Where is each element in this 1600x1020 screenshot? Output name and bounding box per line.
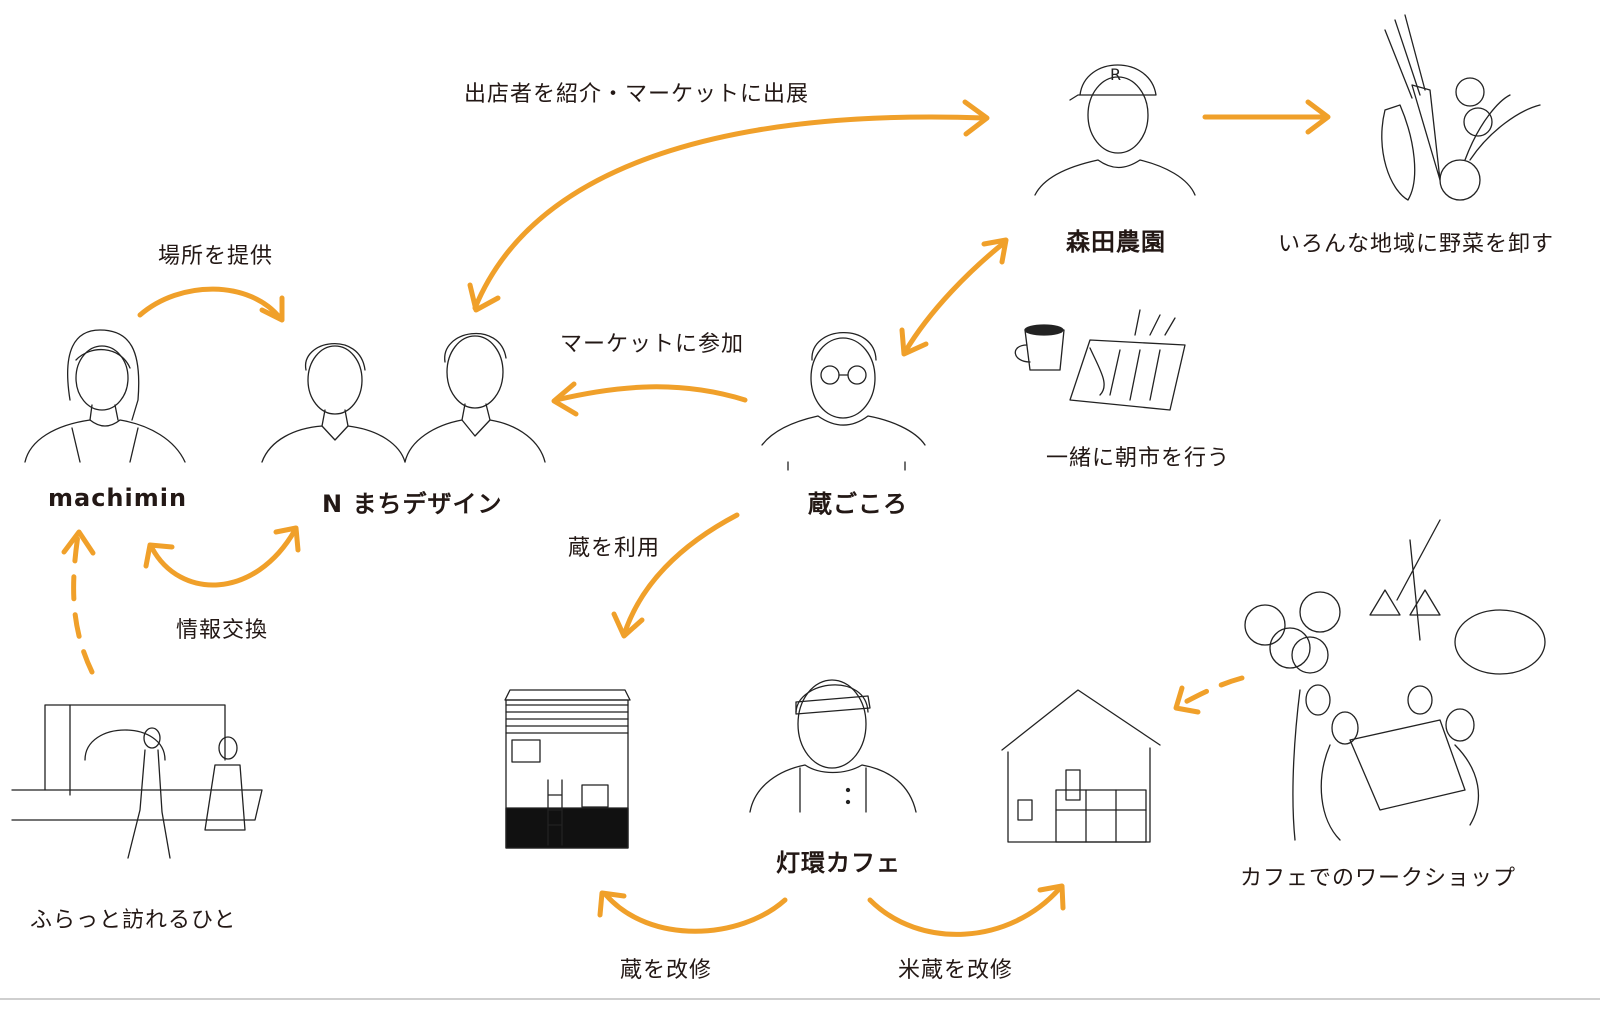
mug-crate-illustration xyxy=(1014,309,1186,411)
visitors-illustration xyxy=(11,704,263,859)
caption-morning-market: 一緒に朝市を行う xyxy=(1046,446,1231,471)
kuragokoro-person-illustration xyxy=(761,331,926,471)
arrow-introduce-market xyxy=(467,99,990,313)
caption-workshop: カフェでのワークショップ xyxy=(1240,866,1517,891)
arrow-kuragokoro-morita xyxy=(899,237,1009,357)
caption-visitors: ふらっと訪れるひと xyxy=(30,908,237,933)
node-n-machi-design: N まちデザイン xyxy=(322,490,503,518)
arrow-visitors-to-machimin xyxy=(61,529,96,675)
arrow-workshop-to-cafe xyxy=(1173,675,1245,715)
rice-kura-illustration xyxy=(1001,689,1161,843)
relation-use-kura: 蔵を利用 xyxy=(568,536,661,561)
relation-provide-place: 場所を提供 xyxy=(158,244,274,269)
node-toukan-cafe: 灯環カフェ xyxy=(776,849,901,877)
svg-text:R: R xyxy=(1110,65,1121,84)
relation-join-market: マーケットに参加 xyxy=(560,332,745,357)
cafe-person-illustration xyxy=(749,679,917,813)
arrow-join-market xyxy=(551,381,748,417)
machimin-person-illustration xyxy=(24,329,186,463)
kura-building-illustration xyxy=(504,689,631,849)
node-kuragokoro: 蔵ごころ xyxy=(808,490,908,518)
arrow-provide-place xyxy=(137,286,285,323)
arrow-renovate-rice-kura xyxy=(867,883,1066,937)
arrow-renovate-kura xyxy=(597,890,788,934)
relation-exchange-info: 情報交換 xyxy=(176,618,269,643)
relation-renovate-kura: 蔵を改修 xyxy=(620,958,713,983)
node-morita-farm: 森田農園 xyxy=(1066,228,1166,256)
workshop-illustration xyxy=(1244,519,1546,841)
node-machimin: machimin xyxy=(48,484,188,512)
relation-introduce-market: 出店者を紹介・マーケットに出展 xyxy=(464,82,810,107)
arrow-morita-vegetables xyxy=(1202,99,1331,135)
morita-person-illustration: R xyxy=(1034,64,1196,196)
n-machi-person1-illustration xyxy=(261,343,406,463)
caption-vegetables: いろんな地域に野菜を卸す xyxy=(1278,232,1555,257)
bottom-divider xyxy=(0,998,1600,1000)
arrow-use-kura xyxy=(611,512,740,639)
vegetables-illustration xyxy=(1381,14,1541,201)
arrow-exchange-info xyxy=(143,525,301,588)
n-machi-person2-illustration xyxy=(404,332,546,463)
relation-renovate-rice-kura: 米蔵を改修 xyxy=(898,958,1014,983)
